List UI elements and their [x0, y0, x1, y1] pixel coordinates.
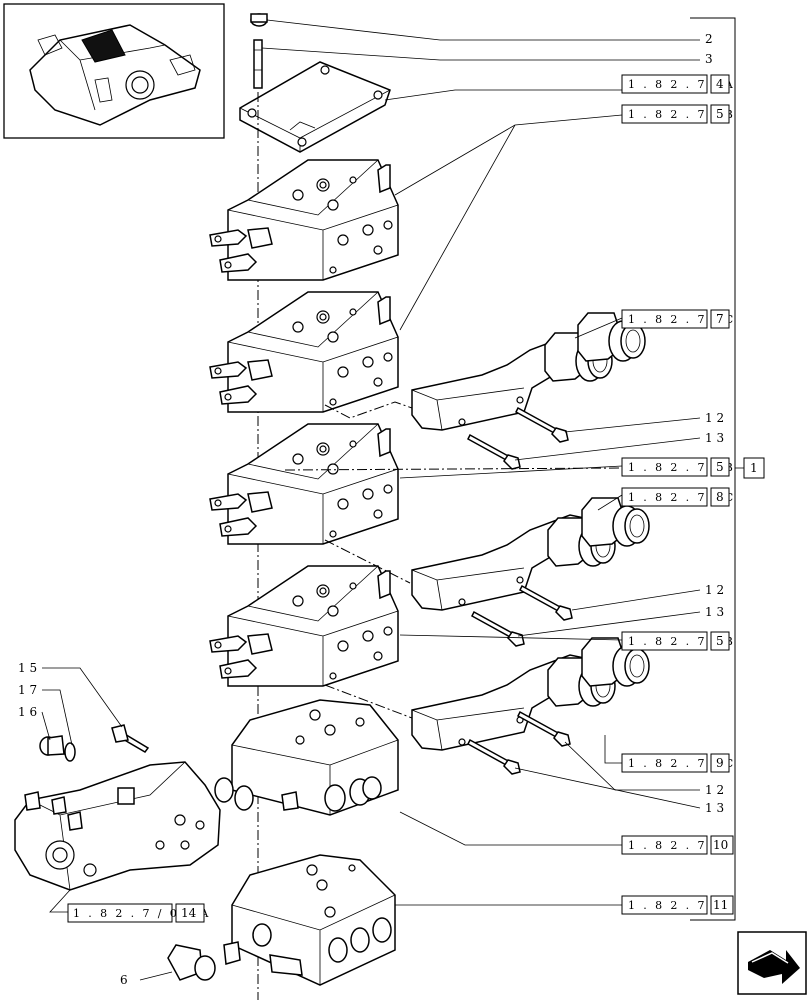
leader-line [399, 811, 622, 846]
callout-2: 2 [705, 32, 713, 46]
cover-plate [239, 61, 391, 153]
callout-12: 1 2 [705, 583, 724, 597]
connection-line [324, 684, 413, 719]
svg-text:7: 7 [716, 312, 724, 326]
leader-line [42, 689, 73, 746]
group-ref-box: 1 [743, 457, 765, 479]
connection-line [324, 539, 411, 584]
bolt-15 [111, 724, 150, 753]
valve-section-4 [209, 565, 399, 687]
svg-text:5: 5 [716, 460, 724, 474]
callout-6: 6 [120, 973, 128, 987]
svg-text:1 . 8 2 . 7 / B: 1 . 8 2 . 7 / B [628, 108, 735, 121]
leader-line [514, 767, 701, 809]
leader-line [42, 667, 123, 728]
svg-text:4: 4 [716, 77, 724, 91]
bolt-12-c [517, 711, 571, 747]
callout-16: 1 6 [18, 705, 37, 719]
o-ring-17 [64, 742, 76, 762]
ref-link[interactable]: 1 . 8 2 . 7 / F 11 [621, 895, 735, 915]
leader-line [41, 711, 51, 741]
leader-line [597, 494, 623, 511]
svg-text:10: 10 [713, 838, 728, 852]
ref-link[interactable]: 1 . 8 2 . 7 / B 5 [621, 631, 735, 651]
ref-link[interactable]: 1 . 8 2 . 7 / B 5 [621, 457, 735, 477]
svg-text:8: 8 [716, 490, 724, 504]
svg-text:1 . 8 2 . 7 / C: 1 . 8 2 . 7 / C [628, 313, 736, 326]
leader-line [394, 114, 623, 196]
callout-12: 1 2 [705, 411, 724, 425]
svg-text:1 . 8 2 . 7 / 0 3 A: 1 . 8 2 . 7 / 0 3 A [73, 907, 211, 920]
ref-link[interactable]: 1 . 8 2 . 7 / A 4 [621, 74, 735, 94]
bolt-13-c [467, 739, 521, 775]
navigate-arrow-icon[interactable] [737, 931, 807, 995]
connection-line [284, 467, 623, 471]
leader-line [399, 634, 623, 641]
svg-text:1 . 8 2 . 7 / E: 1 . 8 2 . 7 / E [628, 839, 735, 852]
leader-line [49, 889, 71, 913]
svg-text:14: 14 [181, 906, 197, 920]
bolt-13-a [467, 434, 521, 470]
svg-text:1 . 8 2 . 7 / C: 1 . 8 2 . 7 / C [628, 757, 736, 770]
leader-line [399, 465, 623, 479]
callout-3: 3 [705, 52, 713, 66]
callout-13: 1 3 [705, 801, 724, 815]
ref-link[interactable]: 1 . 8 2 . 7 / 0 3 A 14 [67, 903, 211, 923]
leader-line [574, 317, 623, 339]
svg-text:5: 5 [716, 107, 724, 121]
leader-line [266, 19, 700, 41]
valve-section-3 [209, 423, 399, 545]
nut-part [250, 13, 268, 27]
svg-text:1 . 8 2 . 7 / A: 1 . 8 2 . 7 / A [628, 78, 735, 91]
svg-text:1 . 8 2 . 7 / C: 1 . 8 2 . 7 / C [628, 491, 736, 504]
svg-text:1 . 8 2 . 7 / F: 1 . 8 2 . 7 / F [628, 899, 735, 912]
ref-link[interactable]: 1 . 8 2 . 7 / B 5 [621, 104, 735, 124]
plug-6 [167, 944, 216, 981]
leader-line [571, 589, 701, 611]
bolt-12-a [515, 407, 569, 443]
callout-12: 1 2 [705, 783, 724, 797]
svg-text:1 . 8 2 . 7 / B: 1 . 8 2 . 7 / B [628, 635, 735, 648]
svg-text:1 . 8 2 . 7 / B: 1 . 8 2 . 7 / B [628, 461, 735, 474]
ref-link[interactable]: 1 . 8 2 . 7 / C 8 [621, 487, 736, 507]
callout-15: 1 5 [18, 661, 37, 675]
callout-13: 1 3 [705, 605, 724, 619]
assembly-group-bracket [690, 17, 736, 921]
bolt-12-b [519, 585, 573, 621]
leader-line [564, 417, 701, 433]
valve-section-1 [209, 159, 399, 281]
svg-text:9: 9 [716, 756, 724, 770]
svg-text:5: 5 [716, 634, 724, 648]
leader-line [514, 437, 701, 461]
leader-line [399, 124, 516, 331]
bolt-13-b [471, 611, 525, 647]
leader-line [261, 47, 700, 61]
valve-section-2 [209, 291, 399, 413]
ref-link[interactable]: 1 . 8 2 . 7 / C 9 [621, 753, 736, 773]
plug-16 [39, 735, 65, 756]
valve-section-e [214, 699, 399, 816]
svg-text:1: 1 [750, 461, 758, 475]
leader-line [517, 611, 701, 637]
assembly-thumbnail-icon[interactable] [3, 3, 225, 139]
svg-text:11: 11 [713, 898, 728, 912]
valve-section-f [223, 854, 396, 986]
leader-line [139, 971, 173, 981]
control-valve-body [14, 761, 221, 891]
ref-link[interactable]: 1 . 8 2 . 7 / C 7 [621, 309, 736, 329]
leader-line [604, 735, 622, 764]
connection-line [324, 401, 413, 419]
ref-link[interactable]: 1 . 8 2 . 7 / E 10 [621, 835, 735, 855]
leader-line [384, 89, 622, 101]
stud-part [253, 39, 263, 89]
callout-17: 1 7 [18, 683, 37, 697]
callout-13: 1 3 [705, 431, 724, 445]
